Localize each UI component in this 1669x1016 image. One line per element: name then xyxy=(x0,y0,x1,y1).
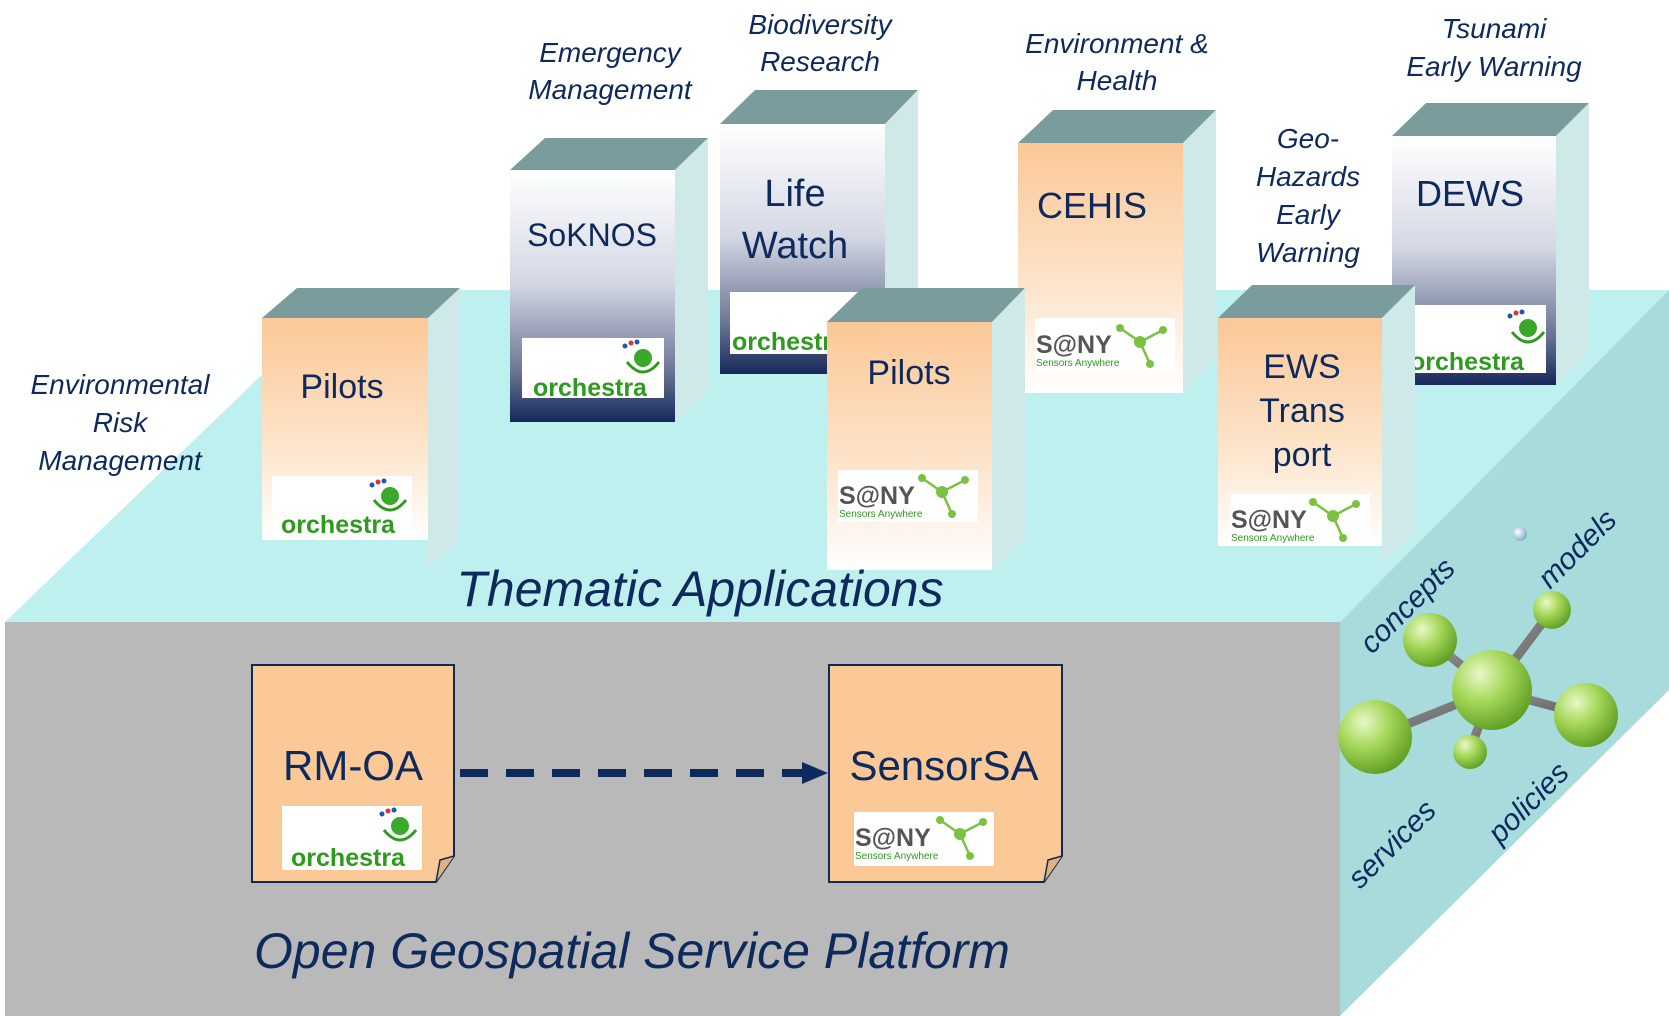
soknos-label: SoKNOS xyxy=(527,217,657,253)
dews-box: DEWS orchestra xyxy=(1392,103,1589,385)
sensorsa-label: SensorSA xyxy=(849,742,1038,789)
env-risk-label-2: Risk xyxy=(93,407,149,438)
geohazards-label-1: Geo- xyxy=(1277,123,1339,154)
molecule-icon xyxy=(1338,527,1618,774)
cehis-box: CEHIS S@NY Sensors Anywhere xyxy=(1018,110,1216,393)
ews-label-line2: Trans xyxy=(1259,392,1345,430)
sany-logo: S@NY Sensors Anywhere xyxy=(1230,494,1370,546)
svg-text:Sensors Anywhere: Sensors Anywhere xyxy=(1036,358,1120,369)
soknos-box: SoKNOS orchestra xyxy=(510,138,708,422)
orchestra-logo: orchestra xyxy=(522,338,664,402)
thematic-applications-label: Thematic Applications xyxy=(456,561,943,617)
lifewatch-label-line2: Watch xyxy=(742,225,848,267)
env-risk-label-1: Environmental xyxy=(31,369,211,400)
geohazards-label-2: Hazards xyxy=(1256,161,1360,192)
pilots-left-box: Pilots orchestra xyxy=(262,288,460,568)
geohazards-label-4: Warning xyxy=(1256,237,1360,268)
platform-label: Open Geospatial Service Platform xyxy=(254,923,1010,979)
lifewatch-box: Life Watch orchestra xyxy=(720,90,918,374)
sensorsa-document: SensorSA S@NY Sensors Anywhere xyxy=(828,664,1063,883)
orchestra-logo: orchestra xyxy=(282,806,422,872)
pilots-middle-label: Pilots xyxy=(867,354,950,392)
svg-text:Sensors Anywhere: Sensors Anywhere xyxy=(1231,533,1315,544)
rmoa-label: RM-OA xyxy=(283,742,423,789)
env-health-label-2: Health xyxy=(1077,65,1158,96)
cehis-label: CEHIS xyxy=(1037,185,1147,226)
svg-text:Sensors Anywhere: Sensors Anywhere xyxy=(855,851,939,862)
emergency-label-2: Management xyxy=(528,74,693,105)
sany-logo: S@NY Sensors Anywhere xyxy=(854,812,994,866)
pilots-left-label: Pilots xyxy=(300,368,383,406)
pilots-middle-box: Pilots S@NY Sensors Anywhere xyxy=(827,288,1025,570)
env-health-label-1: Environment & xyxy=(1025,28,1209,59)
dews-label: DEWS xyxy=(1416,173,1524,214)
tsunami-label-2: Early Warning xyxy=(1406,51,1582,82)
sany-logo: S@NY Sensors Anywhere xyxy=(838,470,978,522)
svg-text:orchestra: orchestra xyxy=(1410,348,1525,376)
theme-labels: Environmental Risk Management Emergency … xyxy=(31,9,1583,476)
ews-transport-box: EWS Trans port S@NY Sensors Anywhere xyxy=(1218,285,1415,565)
orchestra-logo: orchestra xyxy=(272,476,412,539)
svg-text:S@NY: S@NY xyxy=(839,482,915,510)
sany-logo: S@NY Sensors Anywhere xyxy=(1035,318,1175,373)
svg-text:S@NY: S@NY xyxy=(1036,331,1112,359)
ews-label-line3: port xyxy=(1273,436,1332,474)
svg-text:S@NY: S@NY xyxy=(1231,506,1307,534)
biodiversity-label-2: Research xyxy=(760,46,880,77)
svg-text:orchestra: orchestra xyxy=(533,374,648,402)
orchestra-logo: orchestra xyxy=(1408,305,1546,376)
svg-text:Sensors Anywhere: Sensors Anywhere xyxy=(839,509,923,520)
lifewatch-label-line1: Life xyxy=(764,173,825,215)
ews-label-line1: EWS xyxy=(1263,348,1340,386)
svg-text:S@NY: S@NY xyxy=(855,824,931,852)
platform-front-face xyxy=(5,622,1340,1016)
env-risk-label-3: Management xyxy=(38,445,203,476)
rmoa-document: RM-OA orchestra xyxy=(251,664,455,883)
tsunami-label-1: Tsunami xyxy=(1442,13,1548,44)
emergency-label-1: Emergency xyxy=(539,37,683,68)
geohazards-label-3: Early xyxy=(1276,199,1342,230)
arrow-head-icon xyxy=(802,762,828,784)
svg-text:orchestra: orchestra xyxy=(281,511,396,539)
svg-text:orchestra: orchestra xyxy=(291,844,406,872)
biodiversity-label-1: Biodiversity xyxy=(748,9,893,40)
